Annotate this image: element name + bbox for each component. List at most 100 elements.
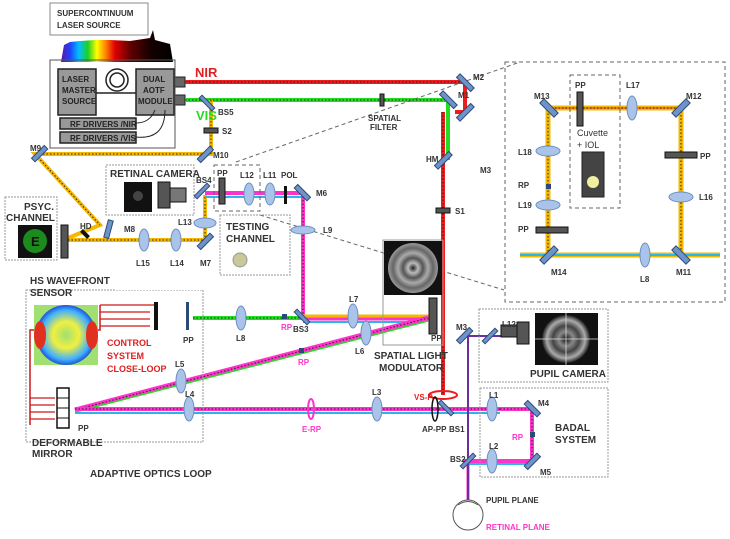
l1-label: L1 xyxy=(489,391,499,400)
l5-label: L5 xyxy=(175,360,185,369)
spectrum-plot xyxy=(61,30,173,62)
m4-icon xyxy=(523,399,542,418)
lower-components: E-RP L3 VS-P AP-PP BS1 xyxy=(302,388,465,434)
l16-label: L16 xyxy=(699,193,713,202)
hs-label-2: SENSOR xyxy=(30,288,73,299)
m7-icon xyxy=(196,232,215,251)
inset-l8-label: L8 xyxy=(640,275,650,284)
hm-icon xyxy=(433,150,453,170)
erp-icon xyxy=(307,398,315,420)
source-title-2: LASER SOURCE xyxy=(57,21,121,30)
rp2-icon xyxy=(299,348,304,353)
testing-channel-box xyxy=(219,214,291,276)
test-inset-marker xyxy=(213,164,261,212)
badal-label-2: SYSTEM xyxy=(555,435,596,446)
pp-top-icon xyxy=(576,91,584,127)
cuvette-label-1: Cuvette xyxy=(577,128,608,138)
m12-label: M12 xyxy=(686,92,702,101)
rp1-icon xyxy=(282,314,287,319)
spatial-light-modulator: PP SPATIAL LIGHT MODULATOR xyxy=(374,239,448,374)
eye: PUPIL PLANE RETINAL PLANE xyxy=(452,496,551,532)
m7-label: M7 xyxy=(200,259,212,268)
pupil-camera: M3 L12 PUPIL CAMERA xyxy=(455,308,609,383)
l17-label: L17 xyxy=(626,81,640,90)
testing-channel-label-2: CHANNEL xyxy=(226,234,275,245)
l15-lens-icon xyxy=(138,228,150,252)
cuvette-label-2: + IOL xyxy=(577,140,599,150)
l15-label: L15 xyxy=(136,259,150,268)
test-channel-components: PP L12 L11 POL M6 L9 TESTING CHANNEL xyxy=(213,164,333,276)
l7-lens-icon xyxy=(347,303,359,329)
source-title-box xyxy=(49,2,149,36)
testing-channel-label-1: TESTING xyxy=(226,222,270,233)
l8-label: L8 xyxy=(236,334,246,343)
wavefront-red-left xyxy=(34,321,46,349)
psych-channel-box xyxy=(4,196,58,261)
pol-label: POL xyxy=(281,171,298,180)
rp1-label: RP xyxy=(281,323,293,332)
nir-label: NIR xyxy=(195,65,218,80)
l14-label: L14 xyxy=(170,259,184,268)
m11-icon xyxy=(671,245,691,265)
spatial-filter-label-2: FILTER xyxy=(370,123,398,132)
bs1-icon xyxy=(437,399,455,417)
bs5-icon xyxy=(198,94,216,112)
m11-label: M11 xyxy=(676,268,692,277)
retinal-camera-label: RETINAL CAMERA xyxy=(110,169,200,180)
laser-line-1: LASER xyxy=(62,75,89,84)
supercontinuum-source: SUPERCONTINUUM LASER SOURCE LASER MASTER… xyxy=(49,2,186,149)
iol-icon xyxy=(232,252,248,268)
retinal-camera: RETINAL CAMERA BS4 xyxy=(105,164,212,216)
hm-label: HM xyxy=(426,155,439,164)
spatial-filter-label-1: SPATIAL xyxy=(368,114,401,123)
hd-icon xyxy=(80,229,90,239)
s1-shutter-icon xyxy=(435,207,451,214)
source-enclosure xyxy=(49,59,176,149)
eye-cornea xyxy=(457,501,479,506)
adaptive-optics-loop: HS WAVEFRONT SENSOR PP CONTROL SYSTEM CL… xyxy=(25,272,212,480)
bs1-label: BS1 xyxy=(449,425,465,434)
m5-icon xyxy=(523,452,542,471)
inset-l8-lens-icon xyxy=(639,242,651,268)
pp-right-icon xyxy=(664,151,698,159)
l11-lens-icon xyxy=(264,182,276,206)
pp-slm-label: PP xyxy=(431,334,442,343)
pupil-camera-label: PUPIL CAMERA xyxy=(530,369,606,380)
l18-lens-icon xyxy=(535,145,561,157)
bs3-label: BS3 xyxy=(293,325,309,334)
l13-lens-icon xyxy=(193,217,217,229)
l9-lens-icon xyxy=(290,225,316,235)
m1-icon xyxy=(438,90,458,110)
aotf-line-3: MODULE xyxy=(138,97,173,106)
pp-left-label: PP xyxy=(518,225,529,234)
l6-label: L6 xyxy=(355,347,365,356)
retinal-plane-label: RETINAL PLANE xyxy=(486,523,551,532)
ap-pp-icon xyxy=(431,396,439,422)
inset-connector-1 xyxy=(235,61,521,163)
pupil-camera-body-icon xyxy=(516,321,530,345)
l14-lens-icon xyxy=(170,228,182,252)
m13-icon xyxy=(539,98,559,118)
l19-lens-icon xyxy=(535,199,561,211)
vs-p-icon xyxy=(428,390,458,400)
s1-label: S1 xyxy=(455,207,465,216)
camera-lens-icon xyxy=(169,187,187,203)
pupil-plane-label: PUPIL PLANE xyxy=(486,496,539,505)
l3-lens-icon xyxy=(371,396,383,422)
m12-icon xyxy=(671,98,691,118)
bs4-icon xyxy=(193,182,211,200)
ao-loop-box xyxy=(25,289,204,443)
m4-label: M4 xyxy=(538,399,550,408)
inset-rp-label: RP xyxy=(518,181,530,190)
m14-label: M14 xyxy=(551,268,567,277)
m3-label: M3 xyxy=(480,166,492,175)
l4-label: L4 xyxy=(185,390,195,399)
m9-label: M9 xyxy=(30,144,42,153)
inset-rp-icon xyxy=(546,184,551,189)
bs2-label: BS2 xyxy=(450,455,466,464)
psych-label-2: CHANNEL xyxy=(6,213,55,224)
lenslet-array-icon xyxy=(154,302,158,330)
pol-icon xyxy=(284,186,287,204)
pp-left-icon xyxy=(535,226,569,234)
vsp-label: VS-P xyxy=(414,393,433,402)
